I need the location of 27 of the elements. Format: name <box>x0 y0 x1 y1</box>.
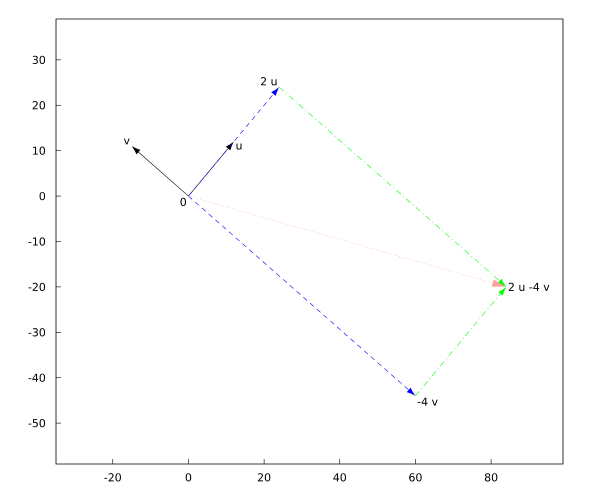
point-label: v <box>124 138 130 144</box>
vector-arrow <box>188 88 279 196</box>
point-label: 2 u -4 v <box>508 282 550 292</box>
tick-label: 0 <box>186 473 192 482</box>
point-label: 2 u <box>260 77 277 86</box>
tick-label: -10 <box>28 237 46 246</box>
tick-label: 20 <box>32 101 46 110</box>
tick-label: 0 <box>40 192 46 200</box>
vector-arrow <box>278 86 506 286</box>
vector-arrow <box>132 146 189 196</box>
tick-label: 10 <box>33 146 46 155</box>
tick-label: 20 <box>258 473 270 482</box>
point-label: u <box>236 143 242 150</box>
vector-arrow <box>415 288 506 396</box>
tick-label: -40 <box>28 374 46 382</box>
tick-label: -30 <box>28 328 46 336</box>
tick-label: 40 <box>333 473 346 482</box>
tick-label: 60 <box>409 473 422 482</box>
tick-label: 30 <box>32 56 46 64</box>
vector-arrow <box>188 196 415 396</box>
point-label: -4 v <box>418 398 438 406</box>
tick-label: -20 <box>104 473 121 482</box>
tick-label: -20 <box>28 282 46 292</box>
point-label: 0 <box>180 198 186 206</box>
tick-label: 80 <box>484 473 498 482</box>
tick-label: -50 <box>28 418 46 428</box>
vector-arrow <box>188 196 506 287</box>
